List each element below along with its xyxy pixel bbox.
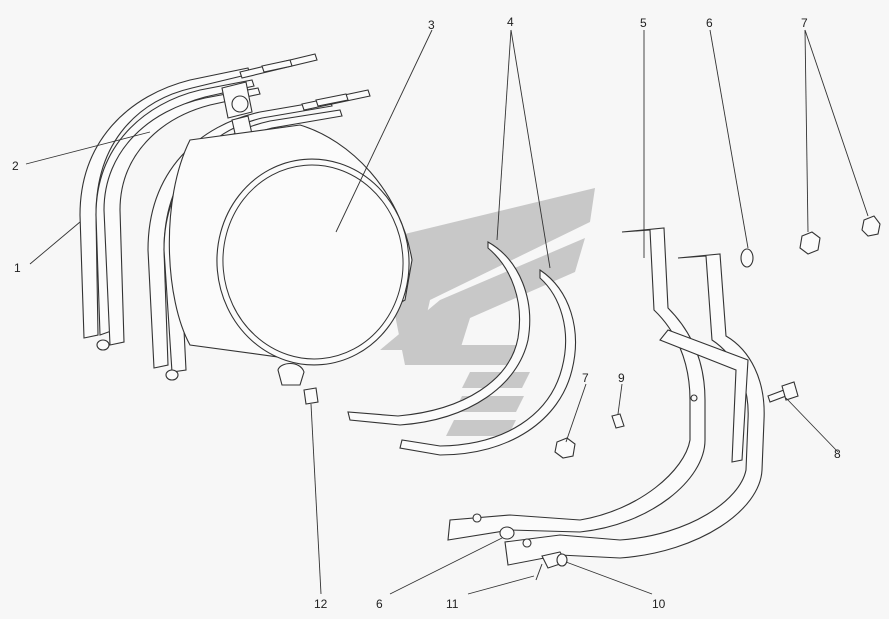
clip-icon [611,413,625,429]
pin-icon [556,553,568,567]
leader-lines [25,29,869,595]
clamp-strap-assembly [79,53,371,381]
callout-10: 10 [652,597,666,611]
callout-7-mid: 7 [582,371,589,385]
washer-icon [499,526,515,540]
bracket-assembly [447,227,765,566]
callout-9: 9 [618,371,625,385]
small-hardware [499,215,881,581]
curved-band-parts [347,241,576,456]
washer-icon [740,248,754,268]
callout-8: 8 [834,447,841,461]
nut-icon [799,231,821,255]
callout-6-bottom: 6 [376,597,383,611]
fitting-part-12 [303,387,319,405]
cotter-pin-icon [535,563,543,581]
callout-labels: 1 2 3 4 5 6 7 7 9 8 6 11 10 12 [12,15,841,611]
callout-11: 11 [446,597,459,611]
callout-2: 2 [12,159,19,173]
callout-12: 12 [314,597,328,611]
bolt-icon [781,381,799,401]
callout-7-top: 7 [801,16,808,30]
nut-icon [861,215,881,237]
cylinder-tank [168,124,413,386]
callout-6-top: 6 [706,16,713,30]
nut-icon [554,437,576,459]
callout-1: 1 [14,261,21,275]
callout-5: 5 [640,16,647,30]
callout-3: 3 [428,18,435,32]
callout-4: 4 [507,15,514,29]
